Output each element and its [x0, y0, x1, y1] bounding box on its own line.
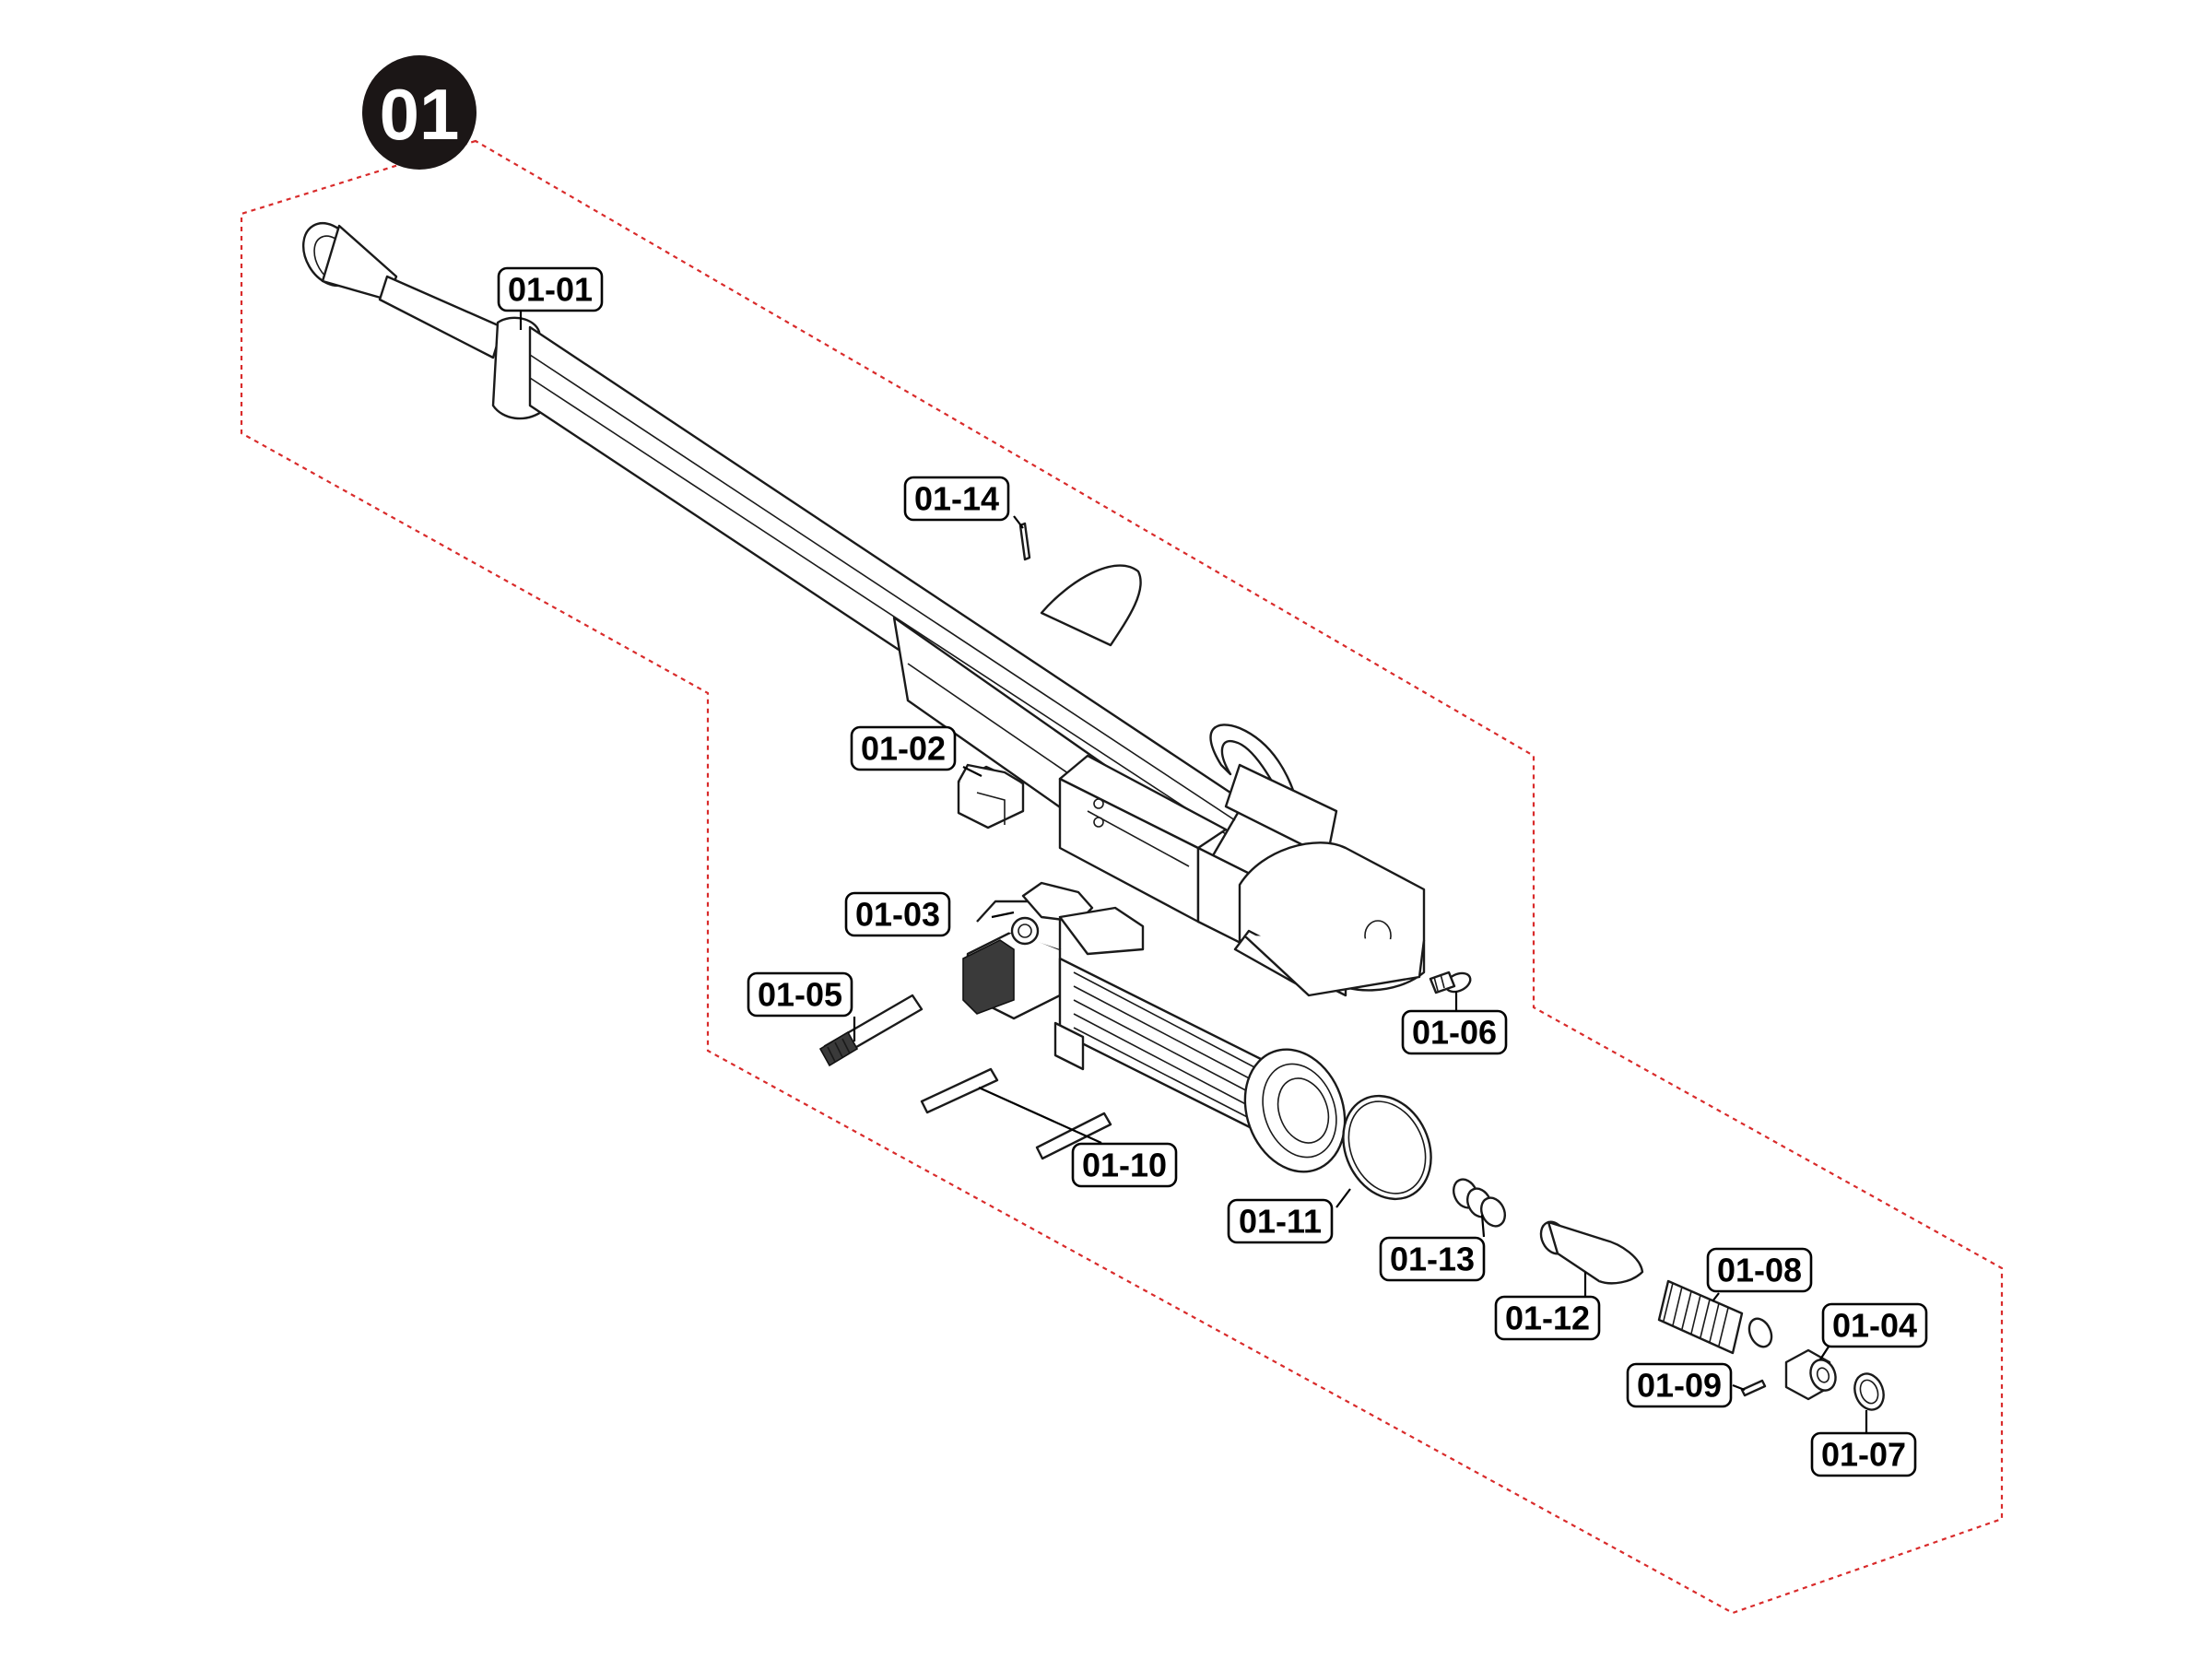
leader-01-08 — [1712, 1292, 1720, 1302]
label-01-03[interactable]: 01-03 — [844, 891, 951, 937]
part-01-11-drawing — [1342, 1094, 1432, 1201]
part-01-10-drawing — [920, 1067, 1112, 1160]
label-01-02[interactable]: 01-02 — [850, 725, 957, 771]
label-01-11[interactable]: 01-11 — [1227, 1198, 1334, 1244]
leader-01-09 — [1732, 1383, 1746, 1392]
label-01-04[interactable]: 01-04 — [1821, 1302, 1928, 1348]
label-01-10-text: 01-10 — [1082, 1147, 1167, 1184]
group-outline — [240, 139, 2004, 1615]
label-01-01[interactable]: 01-01 — [497, 266, 604, 312]
label-01-11-text: 01-11 — [1239, 1203, 1322, 1241]
label-01-02-text: 01-02 — [861, 730, 946, 768]
part-01-06-drawing — [1429, 971, 1472, 994]
group-badge-number: 01 — [380, 74, 460, 155]
leader-01-03 — [991, 911, 1015, 919]
label-01-14-text: 01-14 — [914, 480, 999, 518]
label-01-14[interactable]: 01-14 — [903, 476, 1010, 522]
label-01-05-text: 01-05 — [758, 976, 842, 1014]
label-01-13-text: 01-13 — [1390, 1241, 1475, 1278]
leader-01-11 — [1335, 1188, 1351, 1208]
label-01-09-text: 01-09 — [1637, 1367, 1722, 1405]
part-01-05-drawing — [818, 994, 924, 1067]
label-01-06[interactable]: 01-06 — [1401, 1009, 1508, 1055]
label-01-09[interactable]: 01-09 — [1626, 1362, 1733, 1408]
leader-01-14 — [1013, 515, 1024, 529]
leader-01-13 — [1480, 1214, 1486, 1238]
label-01-07[interactable]: 01-07 — [1810, 1431, 1917, 1477]
label-01-08-text: 01-08 — [1717, 1252, 1802, 1289]
part-01-07-drawing — [1853, 1372, 1885, 1411]
label-01-08[interactable]: 01-08 — [1706, 1247, 1813, 1293]
group-badge-circle — [362, 55, 477, 170]
leader-01-02 — [962, 766, 982, 777]
part-01-12-drawing — [1539, 1220, 1644, 1285]
label-01-01-text: 01-01 — [508, 271, 593, 309]
leader-01-10-a — [978, 1086, 1102, 1145]
label-01-13[interactable]: 01-13 — [1379, 1236, 1486, 1282]
label-01-04-text: 01-04 — [1832, 1307, 1917, 1345]
part-01-08-drawing — [1657, 1279, 1773, 1355]
part-01-09-drawing — [1740, 1379, 1767, 1397]
part-01-13-drawing — [1452, 1178, 1507, 1228]
part-01-14-drawing — [1018, 522, 1031, 561]
label-01-10[interactable]: 01-10 — [1071, 1142, 1178, 1188]
group-badge: 01 — [362, 55, 477, 170]
part-01-02-drawing — [957, 763, 1025, 830]
label-01-07-text: 01-07 — [1821, 1436, 1906, 1474]
part-01-03-drawing — [962, 881, 1347, 1173]
part-01-01-drawing — [301, 222, 1426, 997]
label-01-06-text: 01-06 — [1412, 1014, 1497, 1052]
part-01-04-drawing — [1784, 1348, 1837, 1401]
label-01-12-text: 01-12 — [1505, 1300, 1590, 1337]
label-01-12[interactable]: 01-12 — [1494, 1295, 1601, 1341]
label-01-05[interactable]: 01-05 — [747, 971, 853, 1018]
label-01-03-text: 01-03 — [855, 896, 940, 934]
